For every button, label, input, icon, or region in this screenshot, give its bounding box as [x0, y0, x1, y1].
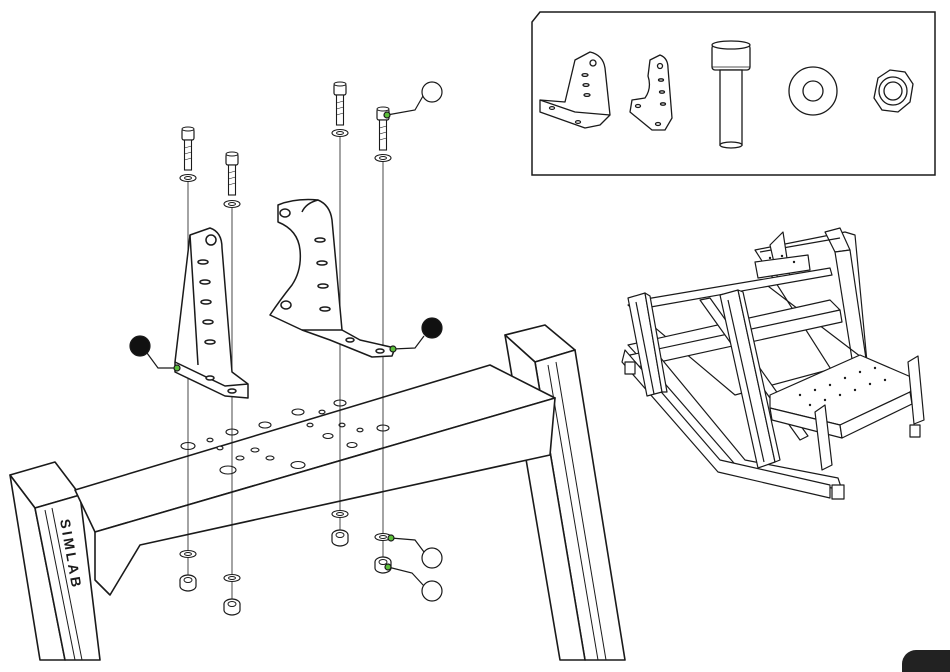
- callout-5: [385, 564, 442, 601]
- right-bracket: [270, 200, 395, 357]
- page-tab: [902, 650, 950, 672]
- washer-large-icon: [789, 67, 837, 115]
- callout-2: [130, 336, 180, 371]
- parts-box: [532, 12, 935, 175]
- washer-icon: [180, 551, 196, 558]
- washer-icon: [224, 575, 240, 582]
- washer-icon: [375, 155, 391, 162]
- callout-3: [390, 318, 442, 352]
- cap-screw-icon: [334, 82, 346, 125]
- hex-nut-icon: [332, 530, 348, 546]
- washer-icon: [224, 201, 240, 208]
- main-frame: [10, 325, 625, 660]
- washer-icon: [332, 511, 348, 518]
- cap-screw-icon: [226, 152, 238, 195]
- left-bracket: [175, 228, 248, 398]
- hardware-top: [180, 82, 391, 208]
- washer-icon: [332, 130, 348, 137]
- hex-nut-icon: [224, 599, 240, 615]
- cap-screw-icon: [182, 127, 194, 170]
- callout-4: [388, 535, 442, 568]
- rig-overview: [622, 228, 924, 499]
- callout-1: [384, 82, 442, 118]
- hex-nut-icon: [180, 575, 196, 591]
- washer-icon: [180, 175, 196, 182]
